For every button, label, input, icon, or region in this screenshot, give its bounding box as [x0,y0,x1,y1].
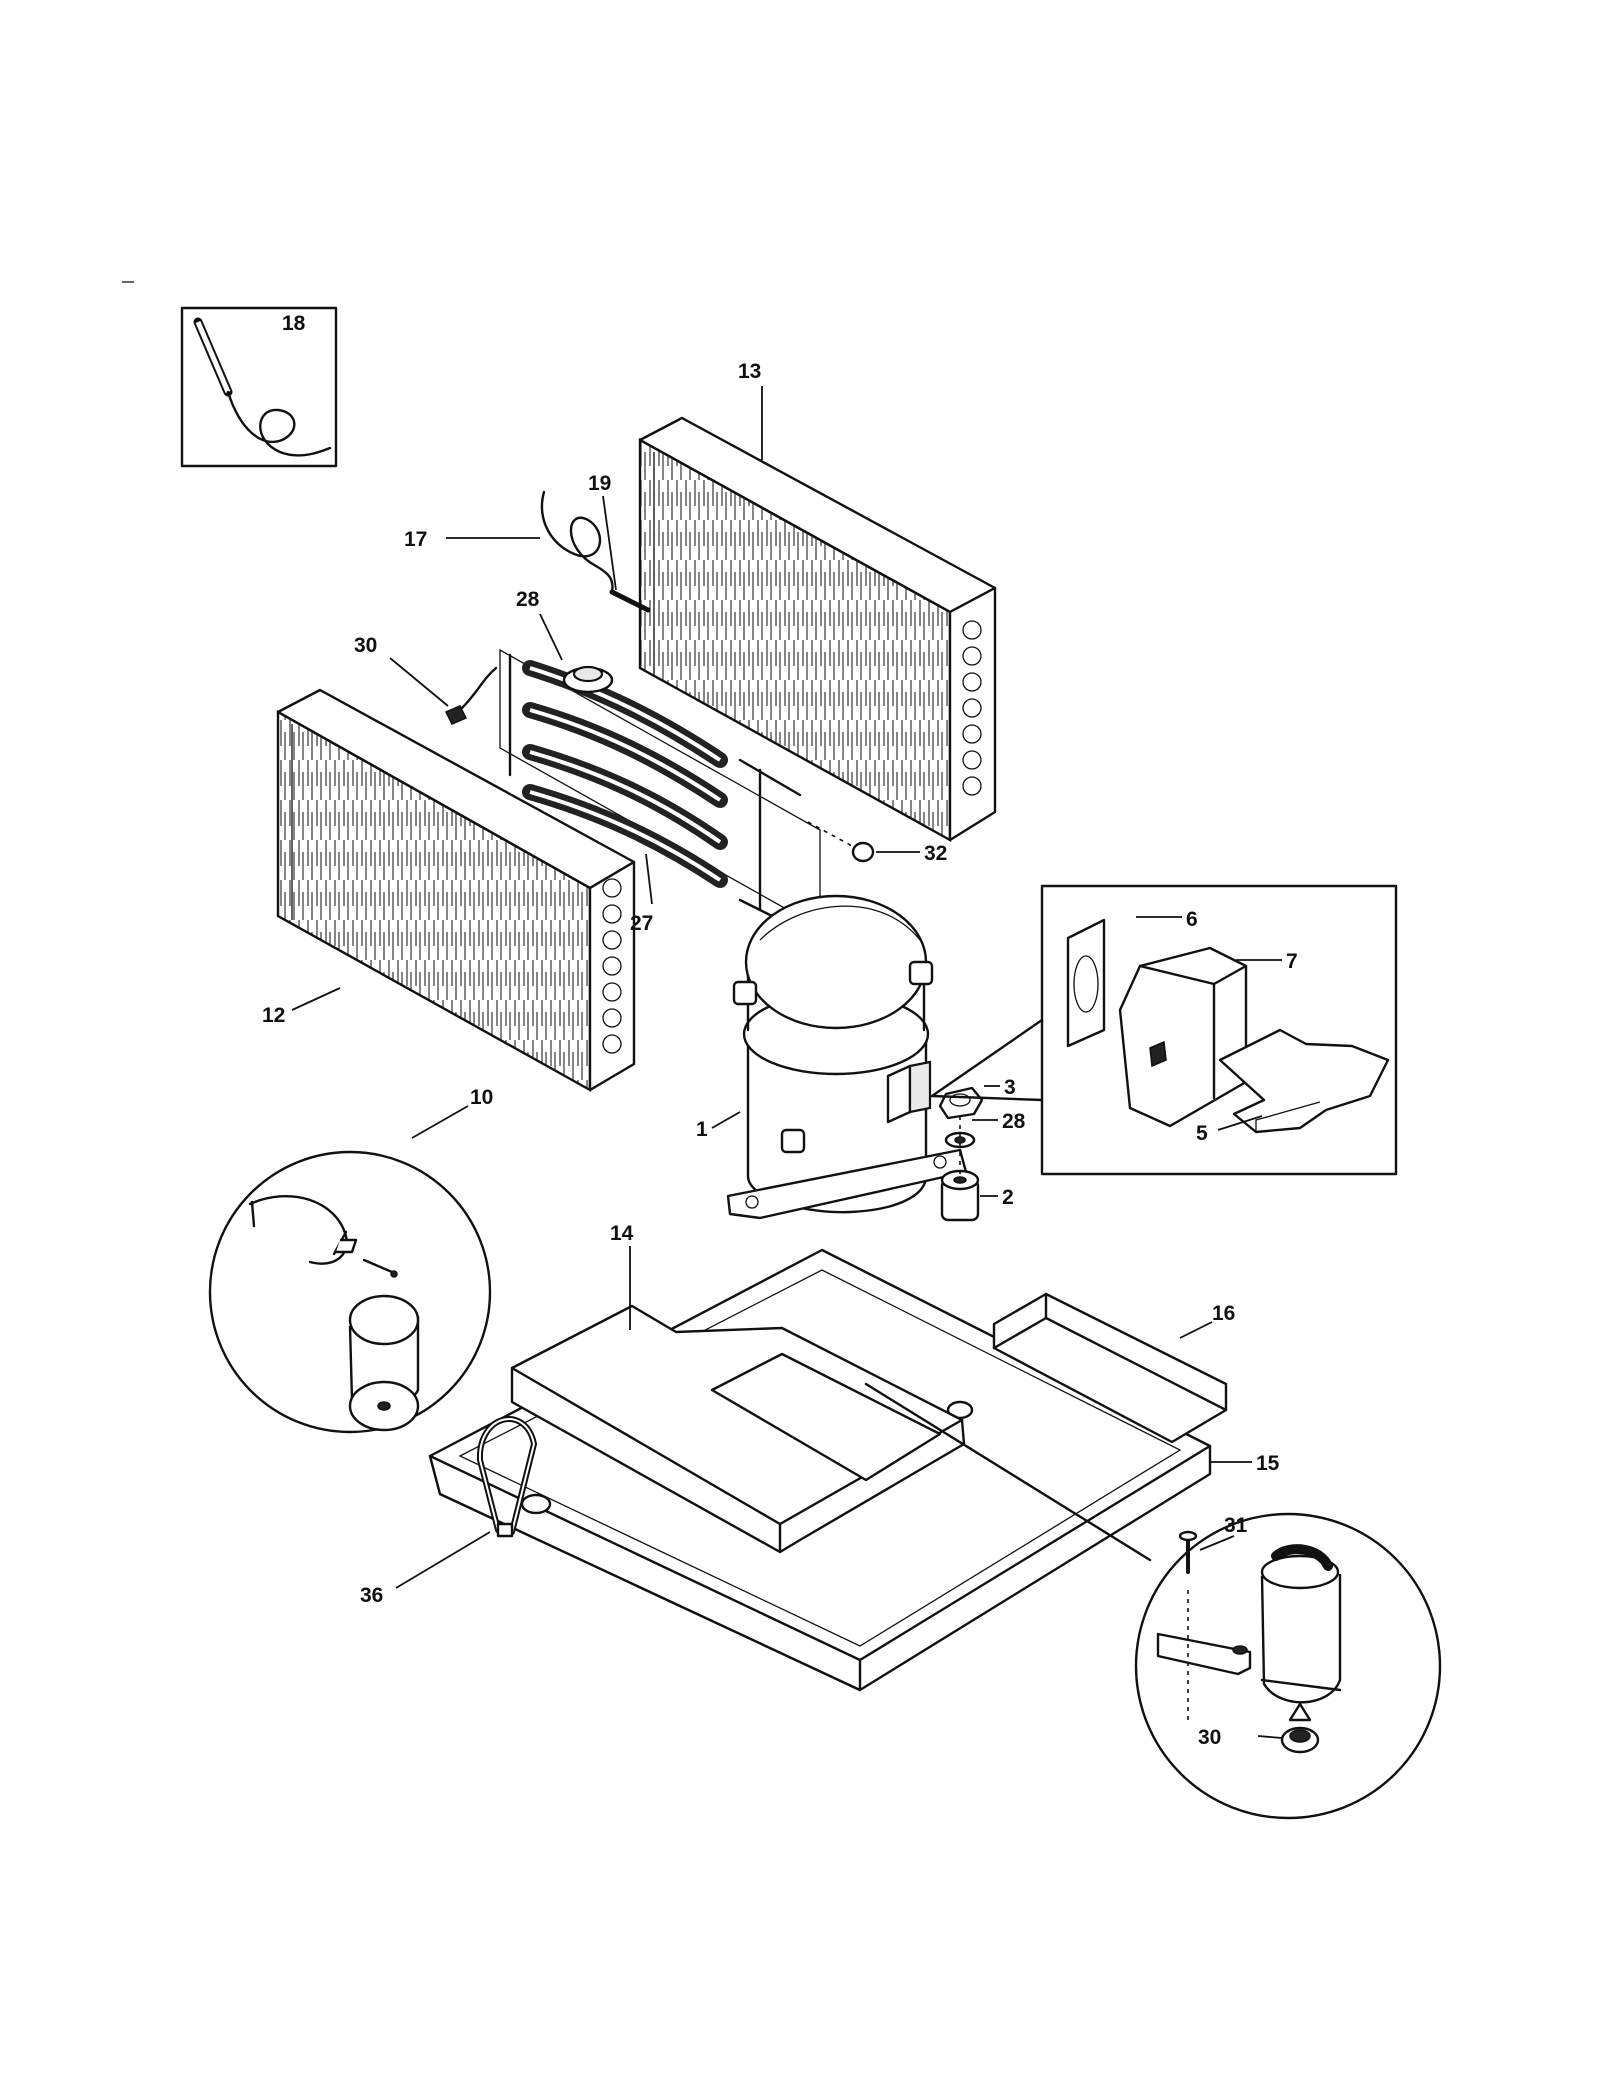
part-12-condenser-coil [638,416,997,843]
part-30-31-detail-circle [864,1382,1442,1820]
callout-28: 28 [516,588,540,611]
part-7-terminal-cover [1118,946,1248,1128]
part-15-support-strip [992,1292,1228,1444]
callout-30: 30 [1198,1726,1221,1749]
part-13-drain-tray [510,1304,966,1554]
part-2-grommet [940,1169,980,1222]
callout-10: 10 [470,1086,493,1109]
callout-18: 19 [588,472,611,495]
callout-3: 3 [1004,1076,1016,1099]
part-10-detail-circle [208,1150,492,1434]
callout-12: 13 [738,360,761,383]
part-1-compressor [726,894,968,1220]
callout-19: 28 [1002,1110,1026,1133]
part-5-bracket [1218,1028,1390,1134]
callout-15: 16 [1212,1302,1235,1325]
callout-36: 36 [360,1584,383,1607]
part-29-connector [444,666,498,725]
part-16-capillary-tube [540,490,614,594]
callout-31: 31 [1224,1514,1248,1537]
callout-1: 1 [696,1118,708,1141]
leader-lines [291,386,1283,1739]
callout-7: 7 [1286,950,1298,973]
callout-27: 27 [630,912,653,935]
callout-6: 6 [1186,908,1198,931]
part-28-valve [562,665,614,694]
callout-11: 12 [262,1004,285,1027]
callout-17: 18 [282,312,306,335]
callout-16: 17 [404,528,427,551]
callout-13: 14 [610,1222,634,1245]
callout-29: 30 [354,634,377,657]
part-3-nut [938,1086,984,1120]
part-18-sensor-bulb [609,589,651,613]
part-36-strap [476,1416,537,1538]
callout-14: 15 [1256,1452,1280,1475]
inset-box-electrical-cover [930,884,1398,1176]
callout-32: 32 [924,842,947,865]
callout-5: 5 [1196,1122,1208,1145]
part-27-tube-assembly [499,648,822,942]
part-32-plug [807,821,875,863]
part-6-gasket [1066,918,1106,1048]
callout-2: 2 [1002,1186,1014,1209]
part-11-evaporator-coil [276,688,636,1093]
part-17-drier-inset [180,306,338,468]
